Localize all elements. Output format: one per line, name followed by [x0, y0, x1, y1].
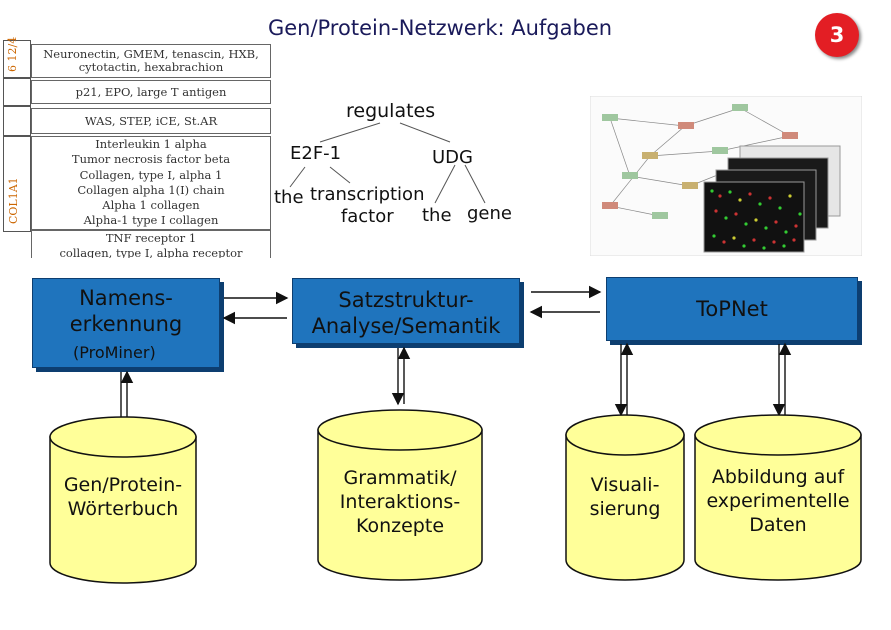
- left-tab-was: [3, 106, 31, 136]
- cylinder-woerterbuch: [49, 416, 197, 584]
- tree-root-regulates: regulates: [346, 100, 436, 122]
- topnet-panel[interactable]: ToPNet: [606, 277, 858, 341]
- namenserkennung-label: Namens- erkennung: [69, 286, 183, 336]
- topnet-label: ToPNet: [696, 297, 768, 321]
- prominer-label: (ProMiner): [73, 343, 156, 362]
- tree-node-udg: UDG: [432, 147, 473, 168]
- cylinder-visualisierung: [565, 414, 685, 581]
- namenserkennung-panel[interactable]: Namens- erkennung (ProMiner): [32, 278, 220, 368]
- satzstruktur-label: Satzstruktur- Analyse/Semantik: [311, 288, 501, 338]
- tree-leaf-transcription-factor: transcription factor: [310, 184, 425, 227]
- synonym-row-2: p21, EPO, large T antigen: [31, 80, 271, 104]
- parse-tree-lines: [289, 122, 486, 204]
- synonym-row-5: TNF receptor 1 collagen, type I, alpha r…: [31, 230, 271, 258]
- left-tab-col1a1: [3, 136, 31, 232]
- slide-title: Gen/Protein-Netzwerk: Aufgaben: [267, 16, 613, 40]
- tree-leaf-the-1: the: [274, 187, 304, 208]
- synonym-row-4: Interleukin 1 alpha Tumor necrosis facto…: [31, 136, 271, 230]
- tree-node-e2f1: E2F-1: [290, 143, 342, 164]
- left-tab-top: [3, 40, 31, 78]
- slide-number-badge: 3: [815, 13, 859, 57]
- network-heatmap-thumbnail: [589, 95, 863, 257]
- visualisierung-label: Visuali- sierung: [589, 474, 661, 520]
- satzstruktur-panel[interactable]: Satzstruktur- Analyse/Semantik: [292, 278, 520, 344]
- abbildung-label: Abbildung auf experimentelle Daten: [706, 466, 850, 536]
- synonym-list: Neuronectin, GMEM, tenascin, HXB, cytota…: [0, 0, 274, 258]
- woerterbuch-label: Gen/Protein- Wörterbuch: [63, 474, 183, 520]
- left-tab-p21: [3, 78, 31, 106]
- synonym-row-1: Neuronectin, GMEM, tenascin, HXB, cytota…: [31, 44, 271, 78]
- grammatik-label: Grammatik/ Interaktions- Konzepte: [339, 467, 461, 537]
- synonym-row-3: WAS, STEP, iCE, St.AR: [31, 108, 271, 134]
- tree-leaf-gene: gene: [467, 203, 512, 224]
- cylinder-abbildung: [694, 414, 862, 581]
- tree-leaf-the-2: the: [422, 205, 452, 226]
- cylinder-grammatik: [317, 409, 483, 581]
